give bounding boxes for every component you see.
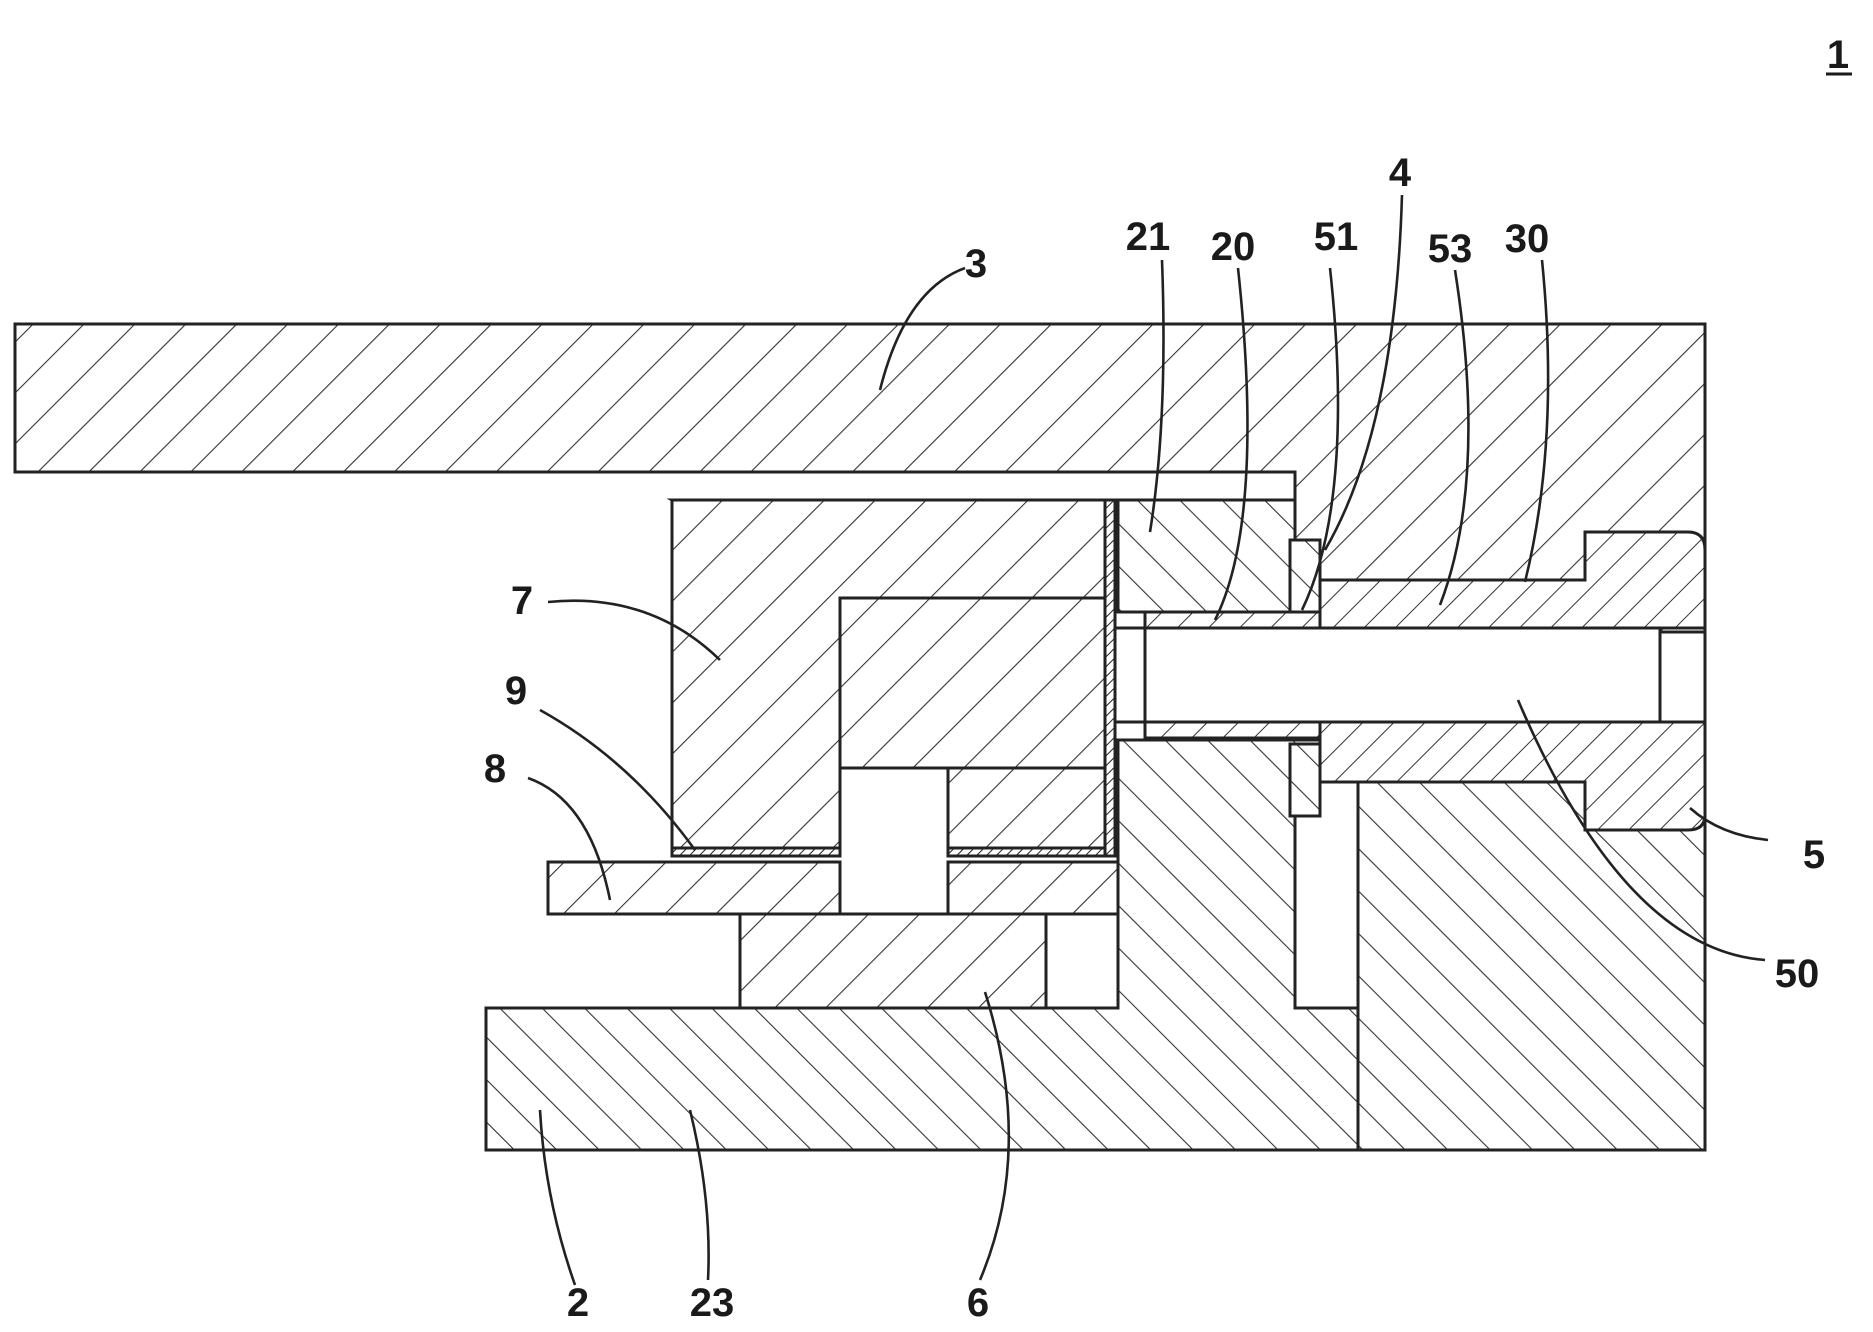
leader-9 — [539, 708, 697, 851]
leader-7 — [547, 599, 721, 661]
label-6: 6 — [967, 1281, 989, 1325]
part-20-upper-strip — [1143, 610, 1322, 630]
label-23: 23 — [690, 1281, 735, 1325]
part-9-thin-layer-left — [670, 846, 842, 858]
part-7-lower-tab — [946, 766, 1107, 850]
label-4: 4 — [1389, 151, 1412, 195]
leader-3 — [878, 266, 966, 391]
leader-30 — [1523, 259, 1550, 583]
label-30: 30 — [1505, 217, 1550, 261]
part-5-sleeve-upper — [1318, 530, 1707, 630]
label-2: 2 — [567, 1281, 589, 1325]
recess-slot — [1293, 758, 1360, 1010]
part-50-bore-end — [1658, 630, 1707, 724]
label-53: 53 — [1428, 227, 1473, 271]
leader-4 — [1323, 194, 1404, 551]
part-6-lower-block — [738, 912, 1048, 1010]
label-20: 20 — [1211, 225, 1256, 269]
leader-6 — [978, 991, 1011, 1281]
leader-8 — [527, 776, 612, 901]
part-50-bore — [1143, 626, 1707, 724]
part-8-plate-left — [546, 860, 842, 916]
part-21-block — [1116, 498, 1297, 614]
part-9-thin-layer-right — [946, 846, 1117, 858]
label-8: 8 — [484, 747, 506, 791]
part-5-sleeve-lower — [1318, 720, 1707, 832]
label-51: 51 — [1314, 215, 1359, 259]
leader-2 — [538, 1109, 577, 1286]
leader-53 — [1438, 269, 1470, 606]
label-21: 21 — [1126, 215, 1171, 259]
leader-51 — [1300, 267, 1340, 611]
leader-23 — [688, 1109, 710, 1281]
label-3: 3 — [965, 242, 987, 286]
leader-21 — [1148, 259, 1165, 533]
part-8-plate-right — [946, 860, 1120, 916]
label-50: 50 — [1775, 952, 1820, 996]
spacer-gap — [1113, 626, 1147, 724]
leader-5 — [1689, 807, 1769, 842]
part-20-lower-strip — [1143, 720, 1322, 740]
label-7: 7 — [511, 579, 533, 623]
label-9: 9 — [505, 669, 527, 713]
figure-label: 1 — [1827, 33, 1849, 77]
leader-20 — [1213, 267, 1249, 621]
label-5: 5 — [1803, 833, 1825, 877]
leader-50 — [1516, 699, 1766, 962]
part-51-lower-shim — [1288, 742, 1322, 818]
